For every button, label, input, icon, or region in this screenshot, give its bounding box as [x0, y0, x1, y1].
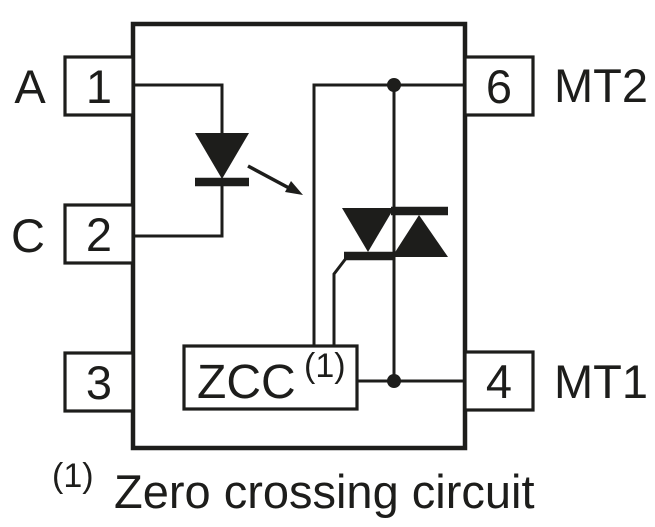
light-emission-arrow-icon: [247, 164, 303, 195]
junction-dot-bottom: [387, 374, 401, 388]
zcc-note-ref: (1): [304, 347, 346, 385]
pin-box-3: [63, 351, 135, 413]
pin-number-4: 4: [486, 355, 512, 408]
wire-triac-gate-to-zcc: [332, 256, 349, 347]
pin-number-6: 6: [486, 60, 512, 113]
pin-label-mt2: MT2: [554, 59, 648, 112]
arrow-shaft: [247, 164, 290, 190]
footnote-text: Zero crossing circuit: [114, 465, 535, 518]
pin-box-1: [63, 55, 135, 117]
led-anode-triangle: [195, 133, 249, 179]
pin-number-2: 2: [86, 208, 112, 261]
pin-label-cathode: C: [11, 209, 45, 262]
arrow-head: [285, 181, 303, 195]
pin-number-3: 3: [86, 356, 112, 409]
pin-label-mt1: MT1: [554, 355, 648, 408]
wire-led-cathode-to-pin2: [133, 181, 224, 238]
footnote-marker: (1): [52, 457, 94, 495]
triac-symbol: [342, 206, 448, 261]
wire-pin1-to-led-anode: [133, 83, 224, 134]
triac-left-triangle: [342, 208, 394, 252]
zcc-label: ZCC: [197, 356, 296, 409]
zcc-box: [182, 344, 359, 411]
triac-right-triangle: [392, 215, 448, 257]
footnote: (1) Zero crossing circuit: [52, 457, 535, 518]
junction-dot-top: [387, 78, 401, 92]
pin-label-anode: A: [14, 60, 46, 113]
pin-box-6: [463, 55, 535, 117]
pin-box-4: [463, 350, 535, 412]
pin-box-2: [63, 203, 135, 265]
wire-pin6-to-zcc: [312, 83, 464, 347]
led-symbol: [195, 133, 249, 187]
pin-number-1: 1: [86, 60, 112, 113]
